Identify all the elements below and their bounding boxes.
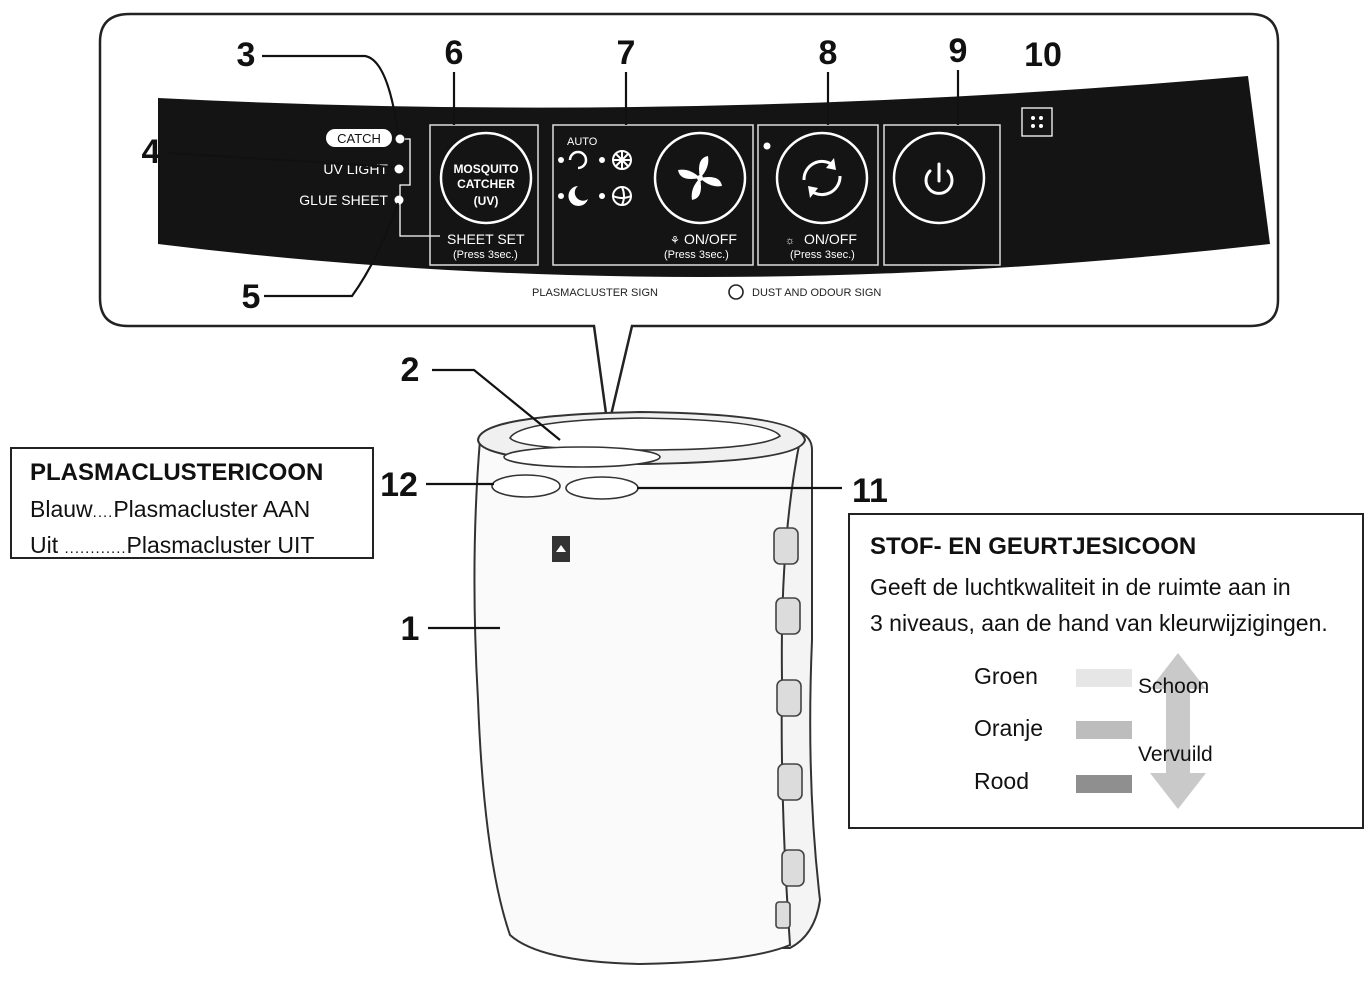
row-off-dots: ............ [64, 540, 127, 557]
callout-4: 4 [142, 133, 161, 171]
light-press-label: (Press 3sec.) [790, 249, 855, 261]
light-button-frame [757, 124, 879, 266]
power-icon [924, 162, 954, 195]
light-onoff-label: ON/OFF [804, 231, 857, 247]
light-button[interactable] [775, 131, 869, 225]
callout-8: 8 [819, 34, 838, 72]
callout-12: 12 [380, 466, 418, 504]
clean-label: Schoon [1138, 675, 1210, 698]
side-grip-slots [773, 527, 805, 929]
mosquito-label-3: (UV) [474, 194, 499, 208]
callout-6: 6 [445, 34, 464, 72]
callout-10: 10 [1024, 36, 1062, 74]
level-green-label: Groen [974, 663, 1038, 689]
dust-legend-desc-1: Geeft de luchtkwaliteit in de ruimte aan… [870, 574, 1291, 600]
child-lock-dots [1031, 116, 1043, 128]
row-on-right: Plasmacluster AAN [113, 496, 311, 522]
glue-sheet-label: GLUE SHEET [299, 192, 388, 208]
level-green-swatch [1076, 669, 1132, 687]
level-red-label: Rood [974, 768, 1029, 794]
light-indicator [763, 142, 771, 150]
catch-label: CATCH [337, 131, 381, 146]
indicator-bracket [399, 138, 440, 237]
auto-mode-icon [568, 150, 588, 170]
fan-press-label: (Press 3sec.) [664, 249, 729, 261]
plasmacluster-row-off: Uit ............Plasmacluster UIT [30, 529, 354, 565]
callout-3: 3 [237, 36, 256, 74]
fan-onoff-label: ON/OFF [684, 231, 737, 247]
plasma-glyph-icon: ⚘ [670, 235, 680, 247]
dust-sign-label: DUST AND ODOUR SIGN [752, 287, 881, 299]
row-on-left: Blauw [30, 496, 93, 522]
air-purifier-body [473, 410, 822, 966]
callout-2: 2 [401, 351, 420, 389]
low-indicator [599, 193, 605, 199]
dust-legend-desc-2: 3 niveaus, aan de hand van kleurwijzigin… [870, 610, 1328, 636]
callout-5: 5 [242, 278, 261, 316]
plasmacluster-sign-label: PLASMACLUSTER SIGN [532, 287, 658, 299]
mosquito-catcher-button[interactable] [439, 131, 533, 225]
catch-pill [326, 129, 392, 147]
rotation-arrow-a [826, 158, 836, 170]
power-button-frame [883, 124, 1001, 266]
plasmacluster-row-on: Blauw....Plasmacluster AAN [30, 493, 354, 529]
callout-7: 7 [617, 34, 636, 72]
callout-1: 1 [401, 610, 420, 648]
mosquito-label-1: MOSQUITO [453, 162, 518, 176]
row-off-left: Uit [30, 532, 59, 558]
fan-button-frame [552, 124, 754, 266]
callout-9: 9 [949, 32, 968, 70]
callout-11: 11 [852, 472, 888, 510]
sheet-set-label: SHEET SET [447, 231, 525, 247]
night-mode-icon [568, 186, 588, 206]
dust-sign-icon [728, 284, 744, 300]
sheet-set-press-label: (Press 3sec.) [453, 249, 518, 261]
row-on-dots: .... [92, 504, 114, 521]
auto-indicator [558, 157, 564, 163]
fan-icon [678, 156, 722, 200]
clean-dirty-arrow-icon [1150, 653, 1206, 809]
mosquito-label-2: CATCHER [457, 177, 515, 191]
uv-light-indicator [394, 164, 404, 174]
dirty-label: Vervuild [1138, 743, 1213, 766]
row-off-right: Plasmacluster UIT [126, 532, 315, 558]
high-indicator [599, 157, 605, 163]
high-speed-icon [612, 150, 632, 170]
low-speed-icon [612, 186, 632, 206]
catch-indicator [395, 134, 405, 144]
night-indicator [558, 193, 564, 199]
dust-legend-title: STOF- EN GEURTJESICOON [870, 533, 1197, 560]
mosquito-button-frame [429, 124, 539, 266]
plasmacluster-legend: PLASMACLUSTERICOON Blauw....Plasmacluste… [10, 447, 374, 559]
brand-logo-mark [556, 545, 566, 552]
level-red-swatch [1076, 775, 1132, 793]
rotation-arrow-b [808, 186, 818, 198]
child-lock-icon [1021, 107, 1053, 137]
plasmacluster-legend-title: PLASMACLUSTERICOON [30, 459, 324, 486]
level-orange-swatch [1076, 721, 1132, 739]
glue-sheet-indicator [394, 195, 404, 205]
sun-icon: ☼ [785, 235, 795, 247]
dust-odour-legend: STOF- EN GEURTJESICOON Geeft de luchtkwa… [848, 513, 1364, 829]
auto-label: AUTO [567, 136, 598, 148]
level-orange-label: Oranje [974, 715, 1044, 741]
body-leader-lines [426, 368, 842, 630]
panel-leader-lines [167, 54, 960, 298]
